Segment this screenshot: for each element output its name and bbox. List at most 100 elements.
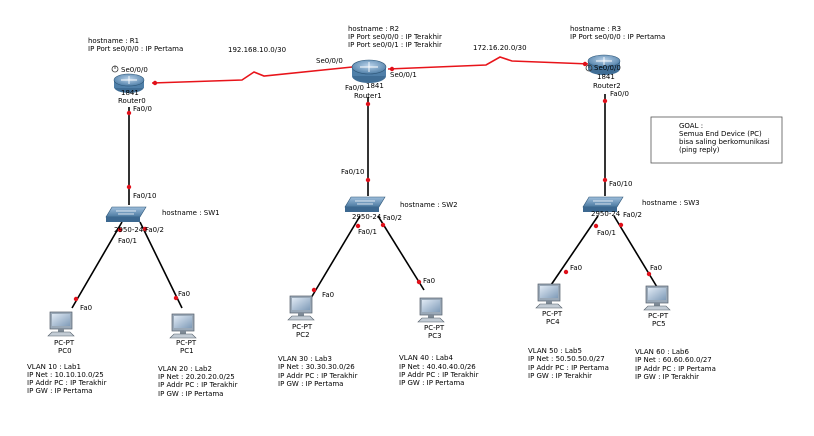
router-r3[interactable] xyxy=(587,54,621,75)
r2-model: 1841 xyxy=(366,82,384,90)
svg-text:IP Addr PC : IP Terakhir: IP Addr PC : IP Terakhir xyxy=(278,372,358,380)
r1-fa-port: Fa0/0 xyxy=(133,105,152,113)
svg-text:VLAN 40 : Lab4: VLAN 40 : Lab4 xyxy=(399,354,453,362)
svg-text:IP Net : 40.40.40.0/26: IP Net : 40.40.40.0/26 xyxy=(399,363,476,371)
sw1-model: 2950-24 xyxy=(114,226,144,234)
pc1-type: PC-PT xyxy=(176,339,197,347)
svg-text:IP GW : IP Terakhir: IP GW : IP Terakhir xyxy=(528,372,592,380)
r1-model: 1841 xyxy=(121,89,139,97)
sw2-port-1: Fa0/1 xyxy=(358,228,377,236)
r2-ip-port-1: IP Port se0/0/1 : IP Terakhir xyxy=(348,41,442,49)
lan-link-r3-sw3 xyxy=(602,94,608,196)
switch-sw1[interactable] xyxy=(105,206,147,222)
pc2-computer-icon[interactable] xyxy=(287,295,315,321)
r1-serial-port: Se0/0/0 xyxy=(121,66,148,74)
pc5-port: Fa0 xyxy=(650,264,662,272)
sw1-hostname: hostname : SW1 xyxy=(162,209,220,217)
svg-text:IP Net : 50.50.50.0/27: IP Net : 50.50.50.0/27 xyxy=(528,355,605,363)
pc4-port: Fa0 xyxy=(570,264,582,272)
svg-text:IP Addr PC : IP Terakhir: IP Addr PC : IP Terakhir xyxy=(399,371,479,379)
goal-note[interactable]: GOAL : Semua End Device (PC) bisa saling… xyxy=(650,116,783,164)
switch-sw2[interactable] xyxy=(344,196,386,212)
lan-link-r2-sw2 xyxy=(365,97,371,196)
power-icon xyxy=(111,65,119,73)
pc4-type: PC-PT xyxy=(542,310,563,318)
r1-name: Router0 xyxy=(118,97,146,105)
pc3-name: PC3 xyxy=(428,332,442,340)
goal-line-1: GOAL : xyxy=(679,122,703,130)
sw3-port-2: Fa0/2 xyxy=(623,211,642,219)
sw2-hostname: hostname : SW2 xyxy=(400,201,458,209)
r2-fa-port: Fa0/0 xyxy=(345,84,364,92)
svg-text:VLAN 50 : Lab5: VLAN 50 : Lab5 xyxy=(528,347,582,355)
svg-text:IP GW : IP Terakhir: IP GW : IP Terakhir xyxy=(635,373,699,381)
pc3-port: Fa0 xyxy=(423,277,435,285)
svg-text:IP Addr PC : IP Terakhir: IP Addr PC : IP Terakhir xyxy=(158,381,238,389)
sw2-uplink: Fa0/10 xyxy=(341,168,364,176)
sw2-model: 2950-24 xyxy=(352,213,382,221)
pc2-port: Fa0 xyxy=(322,291,334,299)
r2-ip-port-0: IP Port se0/0/0 : IP Terakhir xyxy=(348,33,442,41)
pc1-port: Fa0 xyxy=(178,290,190,298)
svg-text:IP GW : IP Pertama: IP GW : IP Pertama xyxy=(399,379,464,387)
pc3-computer-icon[interactable] xyxy=(417,297,445,323)
r3-hostname: hostname : R3 xyxy=(570,25,621,33)
pc2-name: PC2 xyxy=(296,331,310,339)
svg-text:VLAN 20 : Lab2: VLAN 20 : Lab2 xyxy=(158,365,212,373)
lan-links-sw1 xyxy=(71,221,183,309)
svg-text:IP Addr PC : IP Pertama: IP Addr PC : IP Pertama xyxy=(528,364,609,372)
pc2-info: VLAN 30 : Lab3 IP Net : 30.30.30.0/26 IP… xyxy=(278,355,358,388)
sw3-port-1: Fa0/1 xyxy=(597,229,616,237)
pc5-type: PC-PT xyxy=(648,312,669,320)
sw3-model: 2950-24 xyxy=(591,210,621,218)
sw1-uplink: Fa0/10 xyxy=(133,192,156,200)
pc5-computer-icon[interactable] xyxy=(643,285,671,311)
svg-text:IP GW : IP Pertama: IP GW : IP Pertama xyxy=(158,390,223,398)
goal-line-4: (ping reply) xyxy=(679,146,720,154)
wan-link-r1-r2 xyxy=(151,63,363,86)
sw2-port-2: Fa0/2 xyxy=(383,214,402,222)
r2-serial-left: Se0/0/0 xyxy=(316,57,343,65)
r1-ip-port: IP Port se0/0/0 : IP Pertama xyxy=(88,45,183,53)
router-r1[interactable] xyxy=(113,73,145,93)
pc0-name: PC0 xyxy=(58,347,72,355)
goal-line-2: Semua End Device (PC) xyxy=(679,130,762,138)
pc0-type: PC-PT xyxy=(54,339,75,347)
pc4-computer-icon[interactable] xyxy=(535,283,563,309)
pc0-port: Fa0 xyxy=(80,304,92,312)
pc5-name: PC5 xyxy=(652,320,666,328)
switch-sw3[interactable] xyxy=(582,196,624,212)
r3-serial-port: Se0/0/0 xyxy=(594,64,621,72)
sw3-uplink: Fa0/10 xyxy=(609,180,632,188)
router-r2[interactable] xyxy=(351,59,387,83)
svg-text:VLAN 10 : Lab1: VLAN 10 : Lab1 xyxy=(27,363,81,371)
link-status-dot xyxy=(389,66,395,72)
lan-links-sw3 xyxy=(550,215,658,288)
sw1-port-1: Fa0/1 xyxy=(118,237,137,245)
svg-text:IP GW : IP Pertama: IP GW : IP Pertama xyxy=(27,387,92,395)
lan-links-sw2 xyxy=(310,215,425,299)
sw1-port-2: Fa0/2 xyxy=(145,226,164,234)
pc2-type: PC-PT xyxy=(292,323,313,331)
svg-text:IP Net : 30.30.30.0/26: IP Net : 30.30.30.0/26 xyxy=(278,363,355,371)
pc1-info: VLAN 20 : Lab2 IP Net : 20.20.20.0/25 IP… xyxy=(158,365,238,398)
wan-network-2: 172.16.20.0/30 xyxy=(473,44,527,52)
pc3-info: VLAN 40 : Lab4 IP Net : 40.40.40.0/26 IP… xyxy=(399,354,479,387)
pc1-computer-icon[interactable] xyxy=(169,313,197,339)
svg-text:VLAN 60 : Lab6: VLAN 60 : Lab6 xyxy=(635,348,689,356)
r2-serial-right: Se0/0/1 xyxy=(390,71,417,79)
wan-link-r2-r3 xyxy=(387,56,591,72)
svg-text:IP Net : 20.20.20.0/25: IP Net : 20.20.20.0/25 xyxy=(158,373,235,381)
pc4-info: VLAN 50 : Lab5 IP Net : 50.50.50.0/27 IP… xyxy=(528,347,609,380)
link-status-dot xyxy=(582,61,588,67)
pc5-info: VLAN 60 : Lab6 IP Net : 60.60.60.0/27 IP… xyxy=(635,348,716,381)
r1-hostname: hostname : R1 xyxy=(88,37,139,45)
goal-line-3: bisa saling berkomunikasi xyxy=(679,138,770,146)
r2-name: Router1 xyxy=(354,92,382,100)
r3-ip-port: IP Port se0/0/0 : IP Pertama xyxy=(570,33,665,41)
pc4-name: PC4 xyxy=(546,318,560,326)
pc3-type: PC-PT xyxy=(424,324,445,332)
pc0-computer-icon[interactable] xyxy=(47,311,75,337)
svg-text:VLAN 30 : Lab3: VLAN 30 : Lab3 xyxy=(278,355,332,363)
